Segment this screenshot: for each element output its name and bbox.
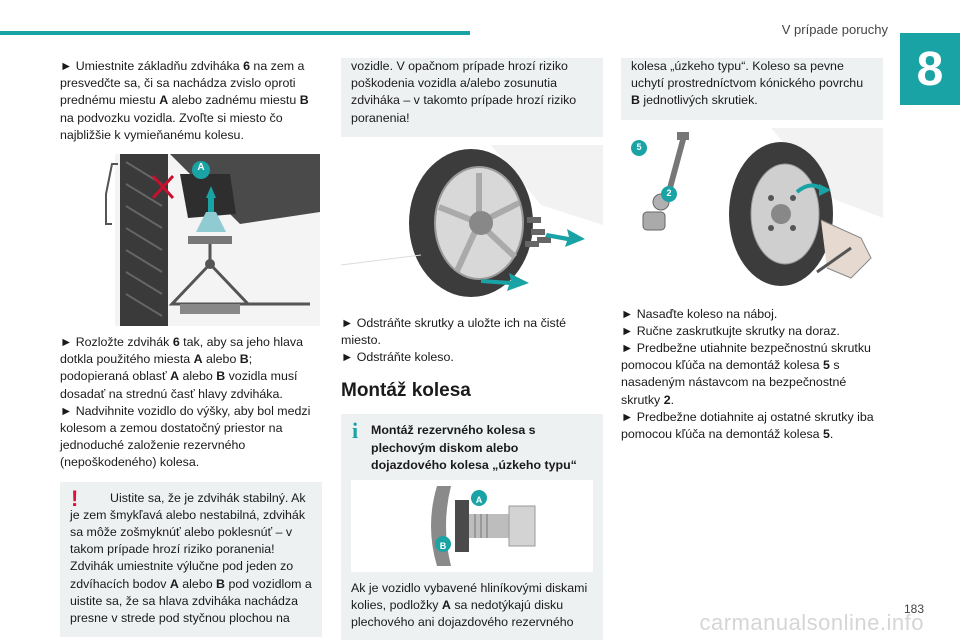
figure-label-5: 5	[636, 141, 642, 152]
info-figure-label-b: B	[439, 541, 447, 552]
instruction-hand-tighten: ► Ručne zaskrutkujte skrutky na doraz.	[621, 323, 840, 338]
instruction-remove-wheel: ► Odstráňte koleso.	[341, 350, 454, 365]
bolt-washer-figure: A B	[351, 480, 593, 573]
watermark: carmanualsonline.info	[699, 610, 924, 635]
chapter-number-tab: 8	[900, 33, 960, 105]
info-title: Montáž rezervného kolesa s plechovým dis…	[371, 423, 577, 472]
wheel-removal-figure	[340, 144, 603, 307]
warning-text: Uistite sa, že je zdvihák stabilný. Ak j…	[70, 490, 312, 626]
wheel-removal-illustration	[340, 144, 603, 297]
instruction-fit-wheel: ► Nasaďte koleso na náboj.	[621, 306, 778, 321]
figure-label-2: 2	[666, 187, 672, 198]
jack-illustration	[105, 154, 320, 327]
instruction-raise-vehicle: ► Nadvihnite vozidlo do výšky, aby bol m…	[60, 403, 311, 470]
column-1: ► Umiestnite základňu zdviháka 6 na zem …	[60, 58, 322, 638]
info-text: Ak je vozidlo vybavené hliníkovými diska…	[351, 581, 588, 630]
chapter-title: V prípade poruchy	[781, 22, 888, 37]
instruction-pretighten-security-bolt: ► Predbežne utiahnite bezpečnostnú skrut…	[621, 341, 871, 407]
warning-box-continued: vozidle. V opačnom prípade hrozí riziko …	[341, 58, 603, 137]
warning-text-continued: vozidle. V opačnom prípade hrozí riziko …	[351, 59, 577, 125]
section-title: Montáž kolesa	[341, 380, 471, 402]
warning-icon: !	[71, 485, 79, 511]
info-icon: i	[352, 418, 359, 444]
jack-placement-figure: A	[60, 154, 322, 327]
instruction-pretighten-other-bolts: ► Predbežne dotiahnite aj ostatné skrutk…	[621, 409, 874, 442]
bolt-washer-illustration	[431, 486, 536, 567]
info-box-continued: kolesa „úzkeho typu“. Koleso sa pevne uc…	[621, 58, 883, 120]
page-number: 183	[903, 602, 924, 616]
column-3: kolesa „úzkeho typu“. Koleso sa pevne uc…	[621, 58, 883, 443]
figure-label-a: A	[197, 162, 205, 174]
instruction-deploy-jack: ► Rozložte zdvihák 6 tak, aby sa jeho hl…	[60, 335, 304, 401]
warning-box: ! Uistite sa, že je zdvihák stabilný. Ak…	[60, 481, 322, 638]
info-text-continued: kolesa „úzkeho typu“. Koleso sa pevne uc…	[631, 59, 864, 108]
wheel-fitting-illustration	[631, 127, 883, 286]
instruction-jack-base: ► Umiestnite základňu zdviháka 6 na zem …	[60, 59, 309, 142]
wheel-fitting-figure: 5 2	[621, 127, 883, 298]
info-box: i Montáž rezervného kolesa s plechovým d…	[341, 414, 603, 640]
instruction-remove-bolts: ► Odstráňte skrutky a uložte ich na čist…	[341, 315, 567, 348]
header-accent-bar	[0, 31, 470, 35]
info-figure-label-a: A	[475, 495, 483, 506]
column-2: vozidle. V opačnom prípade hrozí riziko …	[340, 58, 603, 640]
